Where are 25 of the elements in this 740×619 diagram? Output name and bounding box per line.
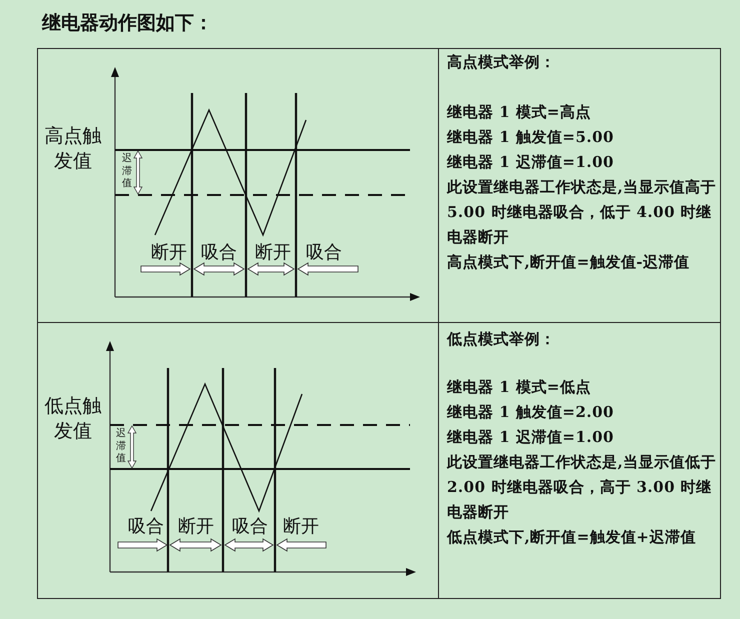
setting-line: 继电器 1 触发值=5.00 xyxy=(447,127,615,148)
title: 继电器动作图如下： xyxy=(42,11,214,35)
state-label: 吸合 xyxy=(305,242,343,264)
setting-line: 继电器 1 迟滞值=1.00 xyxy=(447,427,615,448)
description-text: 此设置继电器工作状态是,当显示值低于 2.00 时继电器吸合，高于 3.00 时继电器断开 xyxy=(447,452,717,523)
setting-line: 继电器 1 迟滞值=1.00 xyxy=(447,152,615,173)
axis-label: 低点触发值 xyxy=(44,394,102,444)
formula-note: 低点模式下,断开值=触发值+迟滞值 xyxy=(447,527,697,548)
axis-label: 高点触发值 xyxy=(44,124,102,174)
setting-line: 继电器 1 模式=高点 xyxy=(447,102,592,123)
formula-note: 高点模式下,断开值=触发值-迟滞值 xyxy=(447,252,691,273)
hysteresis-label: 迟滞值 xyxy=(115,428,127,466)
example-heading: 高点模式举例： xyxy=(447,52,556,73)
description-text: 此设置继电器工作状态是,当显示值高于 5.00 时继电器吸合，低于 4.00 时继电器断开 xyxy=(447,177,717,248)
hysteresis-label: 迟滞值 xyxy=(121,153,133,190)
state-label: 吸合 xyxy=(231,516,269,538)
state-label: 断开 xyxy=(282,516,320,538)
state-label: 吸合 xyxy=(127,516,165,538)
example-heading: 低点模式举例： xyxy=(447,329,556,350)
state-label: 断开 xyxy=(150,242,188,264)
setting-line: 继电器 1 触发值=2.00 xyxy=(447,402,615,423)
state-label: 断开 xyxy=(254,242,292,264)
setting-line: 继电器 1 模式=低点 xyxy=(447,377,592,398)
state-label: 吸合 xyxy=(200,242,238,264)
state-label: 断开 xyxy=(177,516,215,538)
